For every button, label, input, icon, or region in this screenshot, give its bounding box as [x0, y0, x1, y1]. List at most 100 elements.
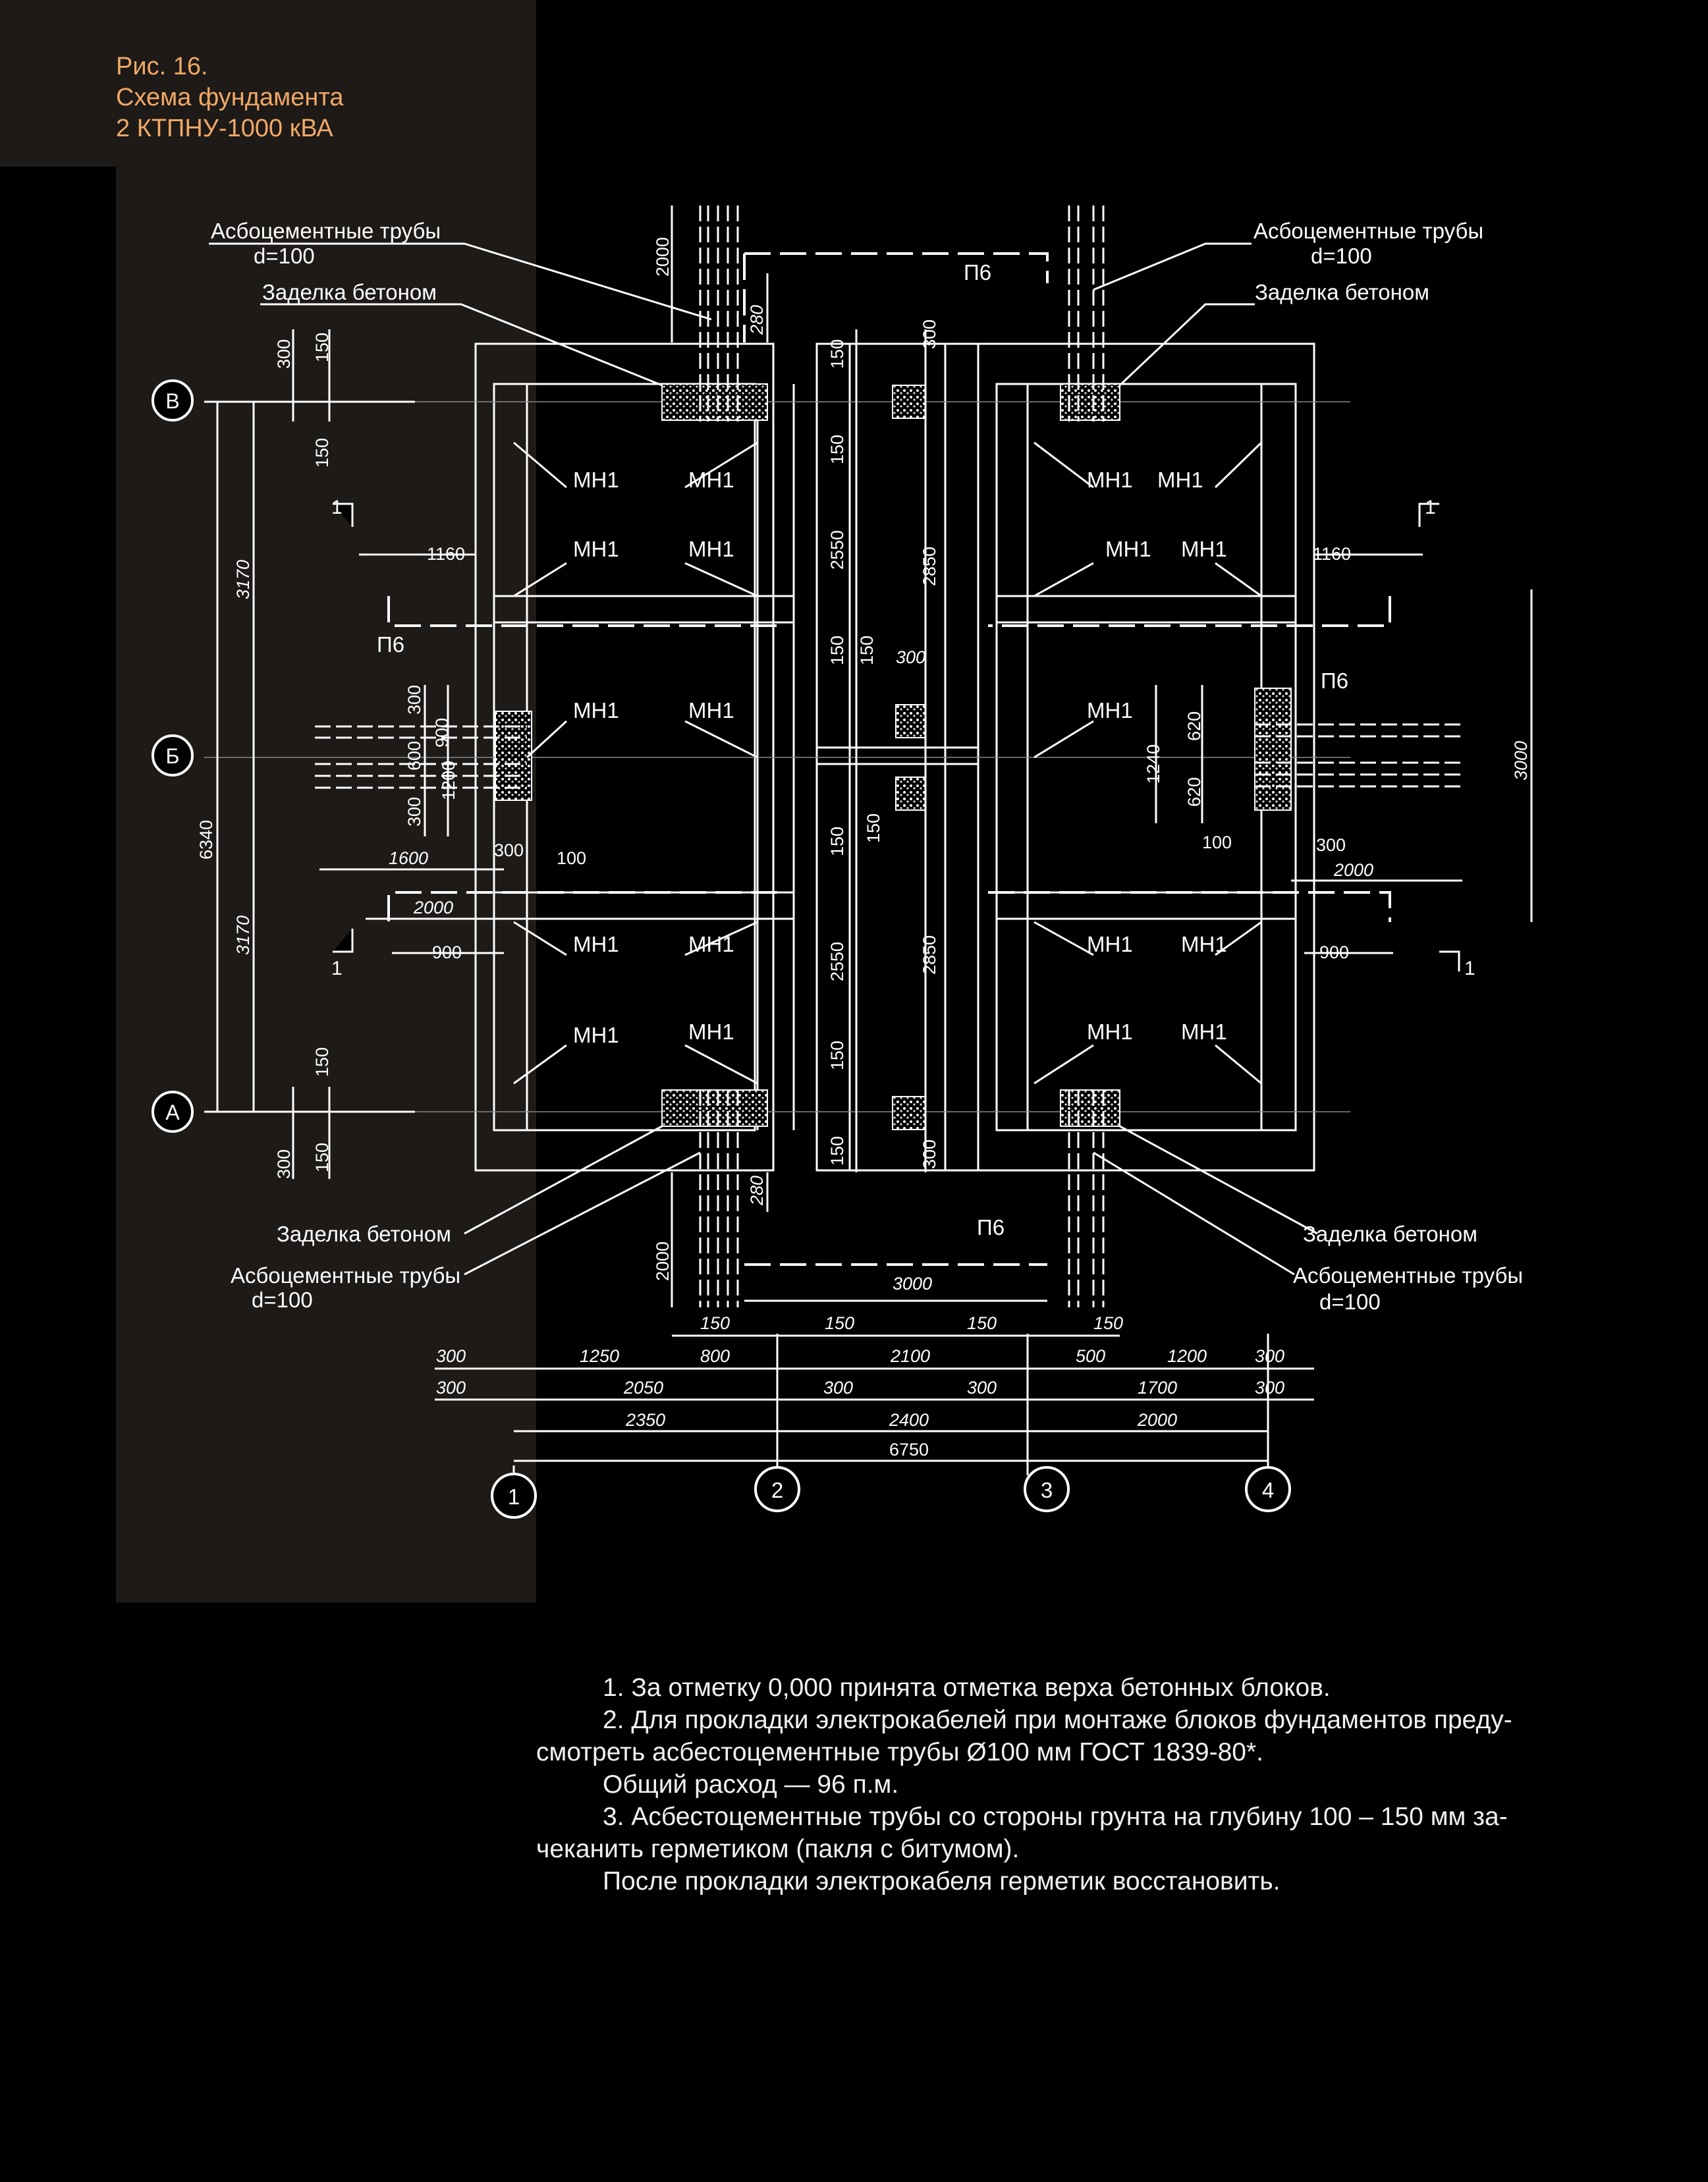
dim-chain-mid: 300 — [436, 1378, 466, 1398]
dim-wing: 1160 — [1313, 544, 1351, 564]
slab-mark-right: П6 — [1321, 668, 1348, 693]
figure-subtitle: 2 КТПНУ-1000 кВА — [116, 115, 333, 142]
dim-overall-height: 6340 — [196, 820, 216, 859]
label-seal-bottom-left: Заделка бетоном — [277, 1222, 451, 1246]
dim-offset: 150 — [700, 1313, 730, 1333]
axis-label-2: 2 — [771, 1478, 783, 1502]
axis-bubble-col-2 — [754, 1466, 800, 1512]
block-mark: МН1 — [688, 537, 734, 561]
figure-caption: Рис. 16. Схема фундамента 2 КТПНУ-1000 к… — [116, 51, 343, 144]
block-mark: МН1 — [573, 1023, 619, 1047]
dim-wing: 2000 — [1333, 860, 1373, 880]
block-mark: МН1 — [573, 537, 619, 561]
dim-edge: 300 — [274, 1149, 294, 1179]
slab-mark-top: П6 — [964, 260, 991, 285]
section-mark: 1 — [331, 497, 343, 518]
label-pipes-bottom-left: Асбоцементные трубы — [231, 1263, 460, 1288]
dim-wing: 900 — [432, 942, 462, 962]
dim-chain-axis: 2400 — [889, 1410, 929, 1430]
block-mark: МН1 — [1087, 698, 1133, 723]
block-mark: МН1 — [573, 468, 619, 492]
axis-label-4: 4 — [1262, 1478, 1274, 1502]
axis-bubble-col-3 — [1024, 1466, 1070, 1512]
dim-chain-top: 500 — [1076, 1346, 1105, 1366]
slab-mark-bottom: П6 — [977, 1215, 1005, 1240]
dim-pipe-length: 2000 — [653, 237, 673, 277]
note-3: 3. Асбестоцементные трубы со стороны гру… — [603, 1803, 1508, 1831]
dim-offset: 150 — [967, 1313, 997, 1333]
block-mark: МН1 — [688, 1020, 734, 1044]
note-restore: После прокладки электрокабеля герметик в… — [603, 1867, 1281, 1896]
block-mark: МН1 — [688, 932, 734, 956]
concrete-seal-bottom-left — [661, 1089, 768, 1127]
dim-edge: 300 — [274, 339, 294, 369]
dim-chain-mid: 300 — [1255, 1378, 1284, 1398]
dim-chain-top: 300 — [436, 1346, 466, 1366]
block-mark: МН1 — [1087, 1020, 1133, 1044]
label-pipes-bottom-right: Асбоцементные трубы — [1293, 1263, 1523, 1288]
dim-edge: 150 — [312, 333, 332, 362]
dim-strip: 300 — [920, 1139, 939, 1169]
dim-edge: 150 — [312, 1047, 332, 1077]
notes-block: 1. За отметку 0,000 принята отметка верх… — [536, 1672, 1590, 1897]
dim-strip: 150 — [827, 827, 847, 856]
dim-wing: 3000 — [1511, 741, 1531, 780]
block-mark: МН1 — [1087, 932, 1133, 956]
dim-strip: 150 — [857, 636, 877, 665]
dim-wing: 300 — [494, 840, 524, 860]
dim-wing: 100 — [1202, 832, 1232, 852]
axis-label-b: Б — [166, 744, 180, 768]
label-seal-top-right: Заделка бетоном — [1255, 280, 1429, 304]
dim-wing: 1160 — [427, 544, 465, 564]
dim-edge: 150 — [312, 438, 332, 468]
caption-panel — [0, 0, 536, 167]
axis-bubble-row-a — [152, 1091, 194, 1133]
dim-chain-mid: 300 — [967, 1378, 997, 1398]
note-2: 2. Для прокладки электрокабелей при монт… — [603, 1706, 1512, 1734]
dim-chain-mid: 2050 — [623, 1378, 663, 1398]
concrete-seal-top-right — [1060, 383, 1120, 421]
dim-chain-mid: 1700 — [1138, 1378, 1177, 1398]
dim-chain-top: 2100 — [890, 1346, 930, 1366]
dim-wing: 620 — [1184, 711, 1204, 741]
note-3-cont: чеканить герметиком (пакля с битумом). — [536, 1835, 1020, 1863]
dim-strip: 150 — [864, 813, 883, 843]
section-mark: 1 — [1425, 497, 1436, 518]
dim-row-span: 3170 — [233, 915, 253, 955]
dim-pipe-offset: 280 — [747, 305, 767, 335]
note-2-cont: смотреть асбестоцементные трубы Ø100 мм … — [536, 1738, 1263, 1766]
section-mark: 1 — [331, 958, 343, 979]
block-mark: МН1 — [1181, 537, 1227, 561]
label-seal-top-left: Заделка бетоном — [262, 280, 437, 304]
dim-strip: 2550 — [827, 530, 847, 570]
axis-label-3: 3 — [1041, 1478, 1053, 1502]
label-diameter-top-left: d=100 — [254, 244, 315, 268]
concrete-seal-right-mid — [1254, 688, 1292, 811]
axis-bubble-col-4 — [1245, 1466, 1291, 1512]
label-diameter-bottom-left: d=100 — [252, 1288, 313, 1312]
block-mark: МН1 — [573, 698, 619, 723]
dim-wing: 1600 — [389, 848, 428, 868]
dim-strip: 300 — [896, 647, 925, 667]
label-diameter-top-right: d=100 — [1311, 244, 1372, 268]
dim-wing: 900 — [1319, 942, 1349, 962]
dim-row-span: 3170 — [233, 560, 253, 599]
dim-chain-top: 1250 — [580, 1346, 619, 1366]
block-mark: МН1 — [1181, 1020, 1227, 1044]
axis-label-1: 1 — [508, 1485, 520, 1509]
block-mark: МН1 — [1181, 932, 1227, 956]
dim-overall-width: 6750 — [889, 1440, 929, 1459]
axis-bubble-col-1 — [491, 1473, 537, 1519]
axis-bubble-row-v — [152, 379, 194, 422]
dim-strip: 2850 — [920, 547, 939, 586]
dim-strip: 150 — [827, 1041, 847, 1070]
concrete-seal-bottom-right — [1060, 1089, 1120, 1127]
block-mark: МН1 — [1105, 537, 1151, 561]
block-mark: МН1 — [1087, 468, 1133, 492]
dim-edge: 150 — [312, 1143, 332, 1172]
block-mark: МН1 — [688, 698, 734, 723]
note-1: 1. За отметку 0,000 принята отметка верх… — [603, 1674, 1331, 1702]
dim-strip: 150 — [827, 1136, 847, 1166]
label-pipes-top-left: Асбоцементные трубы — [211, 219, 441, 243]
